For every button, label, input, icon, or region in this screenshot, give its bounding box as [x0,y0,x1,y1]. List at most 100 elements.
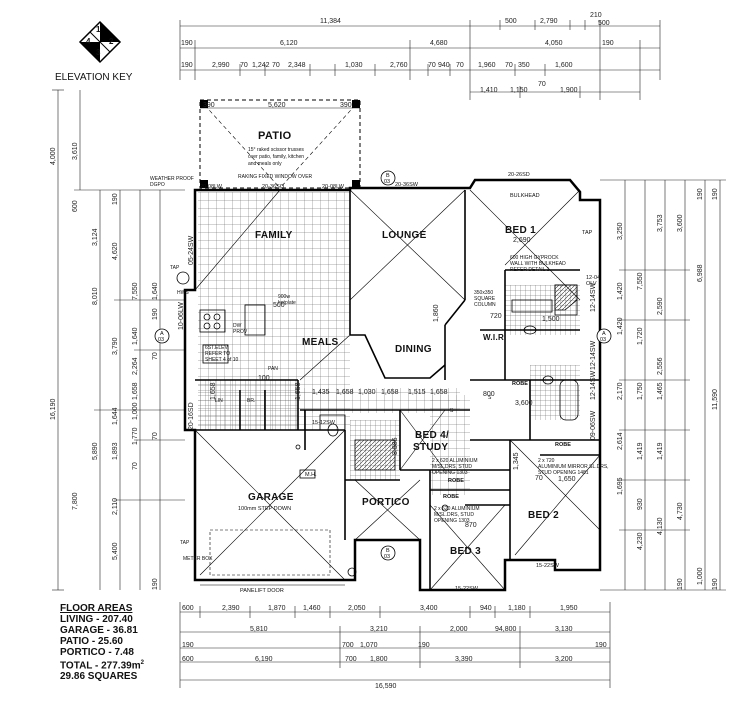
dim-bot-r3-5: 190 [595,642,607,649]
dim-top-r2-5: 190 [602,40,614,47]
dim-left-c5-4: 1,658 [132,382,139,400]
dim-top-r4-4: 1,900 [560,87,578,94]
dim-right-c5-4: 190 [712,578,719,590]
dim-left-c6-1: 1,640 [152,282,159,300]
dim-bot-r4-6: 3,200 [555,656,573,663]
manhole-label: M.H. [305,472,317,478]
dimension-lines-right [600,179,726,591]
dim-left-c2-1: 3,610 [72,142,79,160]
bed2-window-note-3: STUD OPENING 1481 [538,470,589,476]
room-garage: GARAGE [248,492,294,503]
window-20-08-right: 20-08LW [322,184,344,190]
tap-garage: TAP [180,540,190,546]
dim-top-r3-6: 2,348 [288,62,306,69]
dim-right-c3-3: 2,556 [657,357,664,375]
s-label-b: S [488,395,492,401]
room-bed3: BED 3 [450,546,481,557]
garage-car-outline [209,529,331,576]
dim-left-c3-1: 3,124 [92,228,99,246]
robe-3: ROBE [443,494,459,500]
weather-proof-note-2: DGPO [150,182,165,188]
column-note-3: COLUMN [474,302,496,308]
dim-top-4: 210 [590,12,602,19]
gyprock-note-2: WALL WITH BULKHEAD [510,261,566,267]
dim-left-c5-1: 7,550 [132,282,139,300]
dimension-lines-bottom [179,602,611,688]
dim-left-c4-1: 190 [112,193,119,205]
dim-bot-2: 2,390 [222,605,240,612]
dim-top-2: 500 [505,18,517,25]
floor-area-total-sup: 2 [140,660,144,666]
dim-right-c4-4: 1,000 [697,567,704,585]
dim-right-c1-3: 1,420 [617,317,624,335]
dim-bot-9: 1,950 [560,605,578,612]
dim-left-c6-4: 70 [152,432,159,440]
section-b-top-sheet: 03 [384,179,391,185]
dim-left-c3-2: 8,010 [92,287,99,305]
dim-right-c3-1: 3,600 [677,214,684,232]
window-15-22-right: 15-22SW [536,563,559,569]
panelift-door-label: PANELIFT DOOR [240,588,284,594]
dim-int-12: 1,500 [542,316,560,323]
bed4-window-note-2: M/SL.DRS, STUD [432,464,473,470]
dim-left-c4-4: 1,644 [112,407,119,425]
dim-int-6: 1,658 [430,389,448,396]
window-15-22-bottom: 15-22SW [455,586,478,592]
dim-top-r3-13: 70 [505,62,513,69]
dim-right-c1-2: 1,420 [617,282,624,300]
dim-left-outer-1: 4,000 [50,147,57,165]
dim-top-r3-5: 70 [272,62,280,69]
dim-right-c3-4: 4,130 [657,517,664,535]
dim-patio-2: 5,620 [268,102,286,109]
bed4-window-note-1: 2 x 620 ALUMINIUM [432,458,478,464]
room-wir: W.I.R. [483,333,507,342]
section-a-right-sheet: 03 [600,337,607,343]
dim-right-c1-8: 1,695 [617,477,624,495]
dim-left-c6-2: 190 [152,308,159,320]
section-markers [154,170,612,561]
dim-int-18: 1,345 [513,452,520,470]
floor-area-living: LIVING - 207.40 [60,614,133,625]
dim-bot-r3-3: 1,070 [360,642,378,649]
fridge-note-1: 6ST.ELEV. [205,345,229,351]
fridge-note-3: SHEET 4 of 10 [205,357,239,363]
patio-note-1: 15° raked scissor trusses [248,147,304,153]
dim-right-c1-7: 1,419 [637,442,644,460]
hws-label: HWS [177,290,189,296]
dim-int-3: 1,030 [358,389,376,396]
dim-bot-6: 3,400 [420,605,438,612]
dim-left-c6-5: 190 [152,578,159,590]
dim-top-5: 500 [598,20,610,27]
room-bed2: BED 2 [528,510,559,521]
kitchen-note-2: hotplate [278,300,296,306]
pan-label: PAN [268,366,278,372]
window-15-12: 15-12SW [312,420,335,426]
weather-proof-note: WEATHER PROOF [150,176,194,182]
room-family: FAMILY [255,230,293,241]
elevation-key-symbol [78,20,122,64]
dim-left-c4-3: 3,790 [112,337,119,355]
dim-top-r3-9: 70 [428,62,436,69]
room-meals: MEALS [302,337,339,348]
dim-left-c5-3: 2,264 [132,357,139,375]
dim-right-c4-2: 11,590 [712,389,719,410]
raking-window-note: RAKING FIXED WINDOW OVER [238,174,313,180]
room-bed1: BED 1 [505,225,536,236]
interior-walls [195,190,600,590]
outer-walls [183,178,602,592]
gyprock-note-3: REFER DETAIL 1 [510,267,550,273]
dim-top-r4-2: 1,150 [510,87,528,94]
floor-areas-title: FLOOR AREAS [60,603,133,614]
dim-top-r3-3: 70 [240,62,248,69]
elevation-key-1: 1 [96,25,101,34]
patio-note-2: over patio, family, kitchen [248,154,305,160]
column-note-1: 350x350 [474,290,494,296]
dim-bot-r2-1: 5,810 [250,626,268,633]
fixtures [176,271,579,577]
window-20-08-left: 20-08LW [200,184,222,190]
s-label-a: S [450,408,454,414]
floor-area-portico: PORTICO - 7.48 [60,647,134,658]
dim-int-21: 70 [535,475,543,482]
window-10-06: 10-06LW [178,302,185,330]
dim-int-8: 3,600 [515,400,533,407]
